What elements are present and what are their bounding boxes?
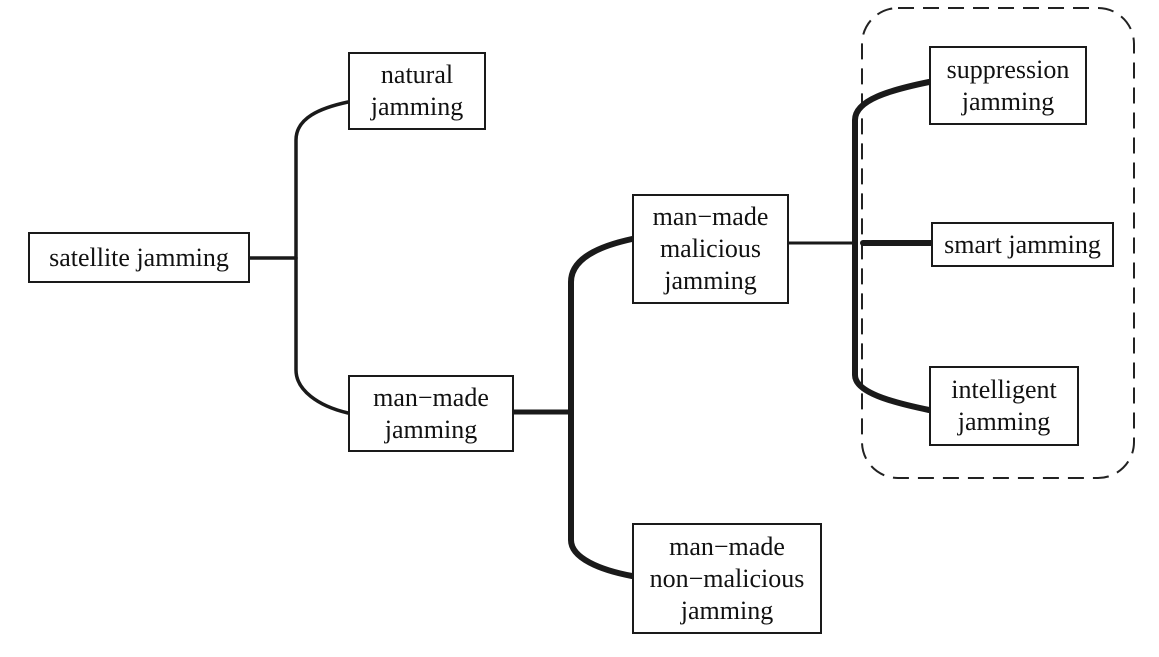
node-natural-jamming: natural jamming bbox=[348, 52, 486, 130]
connector-man-made-branches bbox=[568, 236, 635, 579]
node-smart-jamming: smart jamming bbox=[931, 222, 1114, 267]
node-satellite-jamming: satellite jamming bbox=[28, 232, 250, 283]
node-intelligent-jamming: intelligent jamming bbox=[929, 366, 1079, 446]
node-suppression-jamming: suppression jamming bbox=[929, 46, 1087, 125]
node-man-made-malicious-jamming: man−made malicious jamming bbox=[632, 194, 789, 304]
node-man-made-non-malicious-jamming: man−made non−malicious jamming bbox=[632, 523, 822, 634]
node-man-made-jamming: man−made jamming bbox=[348, 375, 514, 452]
connector-malicious-branches bbox=[852, 79, 932, 413]
dashed-group-frame bbox=[861, 7, 1135, 479]
connector-root-branches bbox=[294, 100, 350, 415]
